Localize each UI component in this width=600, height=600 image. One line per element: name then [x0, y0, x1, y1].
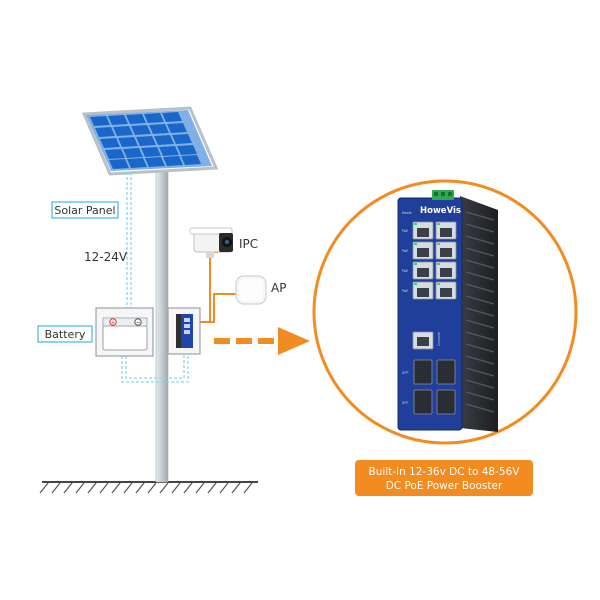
sfp-label: SFP [402, 371, 408, 375]
console-label: Console [437, 332, 441, 346]
port-group-label: PoE [402, 289, 408, 293]
solar-panel-label: Solar Panel [51, 201, 119, 219]
caption-line1: Built-in 12-36v DC to 48-56V [369, 466, 521, 478]
access-point-icon [235, 275, 267, 305]
solar-panel-icon [81, 106, 219, 176]
caption-line2: DC PoE Power Booster [386, 480, 503, 492]
pole [155, 167, 169, 483]
switch-icon [176, 314, 193, 348]
device-reset-label: Reset [402, 211, 412, 215]
sfp-ports [413, 359, 456, 415]
svg-text:Solar Panel: Solar Panel [54, 204, 115, 217]
voltage-label: 12-24V [84, 250, 128, 264]
battery-minus: − [135, 320, 140, 327]
ap-label: AP [271, 281, 286, 295]
arrow-right-icon [214, 327, 310, 355]
battery-label: Battery [37, 325, 93, 343]
sfp-label: SFP [402, 401, 408, 405]
caption-box: Built-in 12-36v DC to 48-56V DC PoE Powe… [355, 460, 533, 496]
ipc-label: IPC [239, 237, 258, 251]
ground [39, 481, 258, 494]
device-brand: HoweVis [420, 206, 461, 216]
port-group-label: PoE [402, 229, 408, 233]
port-group-label: PoE [402, 269, 408, 273]
switch-cabinet [167, 307, 201, 355]
rj45-ports [412, 221, 457, 300]
poe-switch-device: HoweVis Reset [397, 190, 498, 432]
camera-icon [189, 227, 233, 258]
battery-icon: + − [95, 307, 154, 357]
dc-cables [121, 172, 189, 383]
battery-plus: + [110, 320, 115, 327]
svg-text:Battery: Battery [45, 328, 86, 341]
port-group-label: PoE [402, 249, 408, 253]
